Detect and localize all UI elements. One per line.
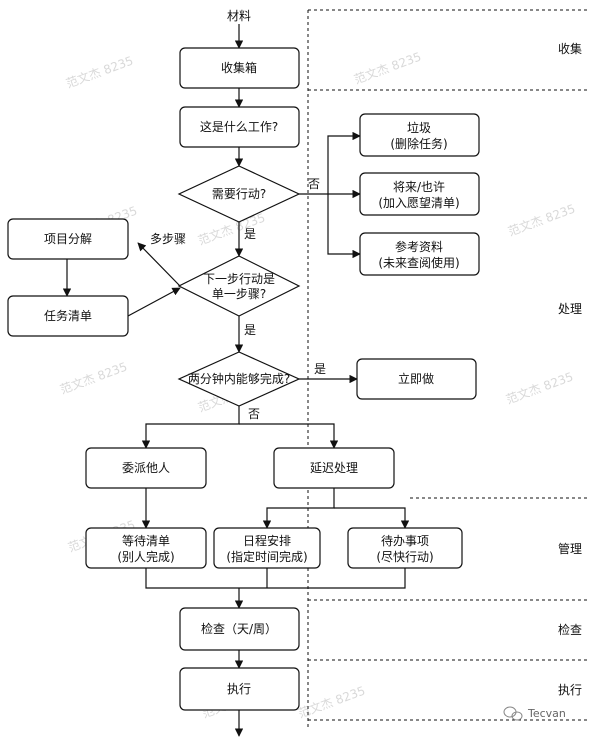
node-two-minutes-label: 两分钟内能够完成? [188,371,290,386]
brand-name: Tecvan [527,707,566,720]
node-execute-label: 执行 [227,682,251,696]
node-what-is-it [179,106,300,148]
phase-label-collect: 收集 [558,41,582,56]
node-two-minutes [177,351,301,407]
node-trash [359,113,480,157]
node-reference-sublabel: (未来查阅使用) [378,255,459,270]
edge-need-reference [327,194,361,259]
phase-label-manage: 管理 [558,541,582,556]
watermark-text: 范文杰 8235 [296,683,367,721]
node-trash-label: 垃圾 [407,120,431,135]
node-next-step-sublabel: 单一步骤? [212,287,266,301]
node-trash-sublabel: (删除任务) [390,136,447,151]
node-next-step [177,255,301,317]
wechat-icon [503,706,523,721]
edge-next-project [137,242,181,287]
watermark-text: 范文杰 8235 [352,49,423,87]
node-calendar-sublabel: (指定时间完成) [226,549,307,564]
node-defer [273,447,395,489]
node-project-breakdown-label: 项目分解 [44,232,92,246]
edge-label-yes: 是 [314,362,326,376]
watermark-text: 范文杰 8235 [506,201,577,239]
node-waiting-list-sublabel: (别人完成) [117,549,174,564]
node-calendar-label: 日程安排 [243,533,291,548]
node-someday-label: 将来/也许 [393,180,445,194]
node-task-list [7,295,129,337]
edge-twomin-delegate [141,406,240,449]
phase-label-process: 处理 [558,302,582,316]
edge-label-multi-step: 多步骤 [150,232,186,246]
node-delegate [85,447,207,489]
edge-label-no: 否 [248,407,260,421]
node-reference-label: 参考资料 [395,239,443,254]
edge-twomin-defer [239,423,339,449]
edge-need-trash [299,131,361,195]
watermark-text: 范文杰 8235 [504,369,575,407]
edge-defer-calendar [262,488,335,529]
node-do-now-label: 立即做 [398,371,434,386]
node-defer-label: 延迟处理 [310,461,358,475]
edge-tasks-next [127,287,181,317]
start-label: 材料 [227,9,251,23]
node-review-label: 检查（天/周） [201,621,277,636]
node-inbox-label: 收集箱 [221,60,257,75]
node-todo-label: 待办事项 [381,533,429,548]
edge-lists-merge [145,568,406,589]
watermarks: 范文杰 8235 范文杰 8235 范文杰 8235 范文杰 8235 范文杰 … [58,49,577,721]
node-need-action-label: 需要行动? [212,187,266,201]
edge-defer-todo [334,507,410,529]
edge-label-no: 否 [308,177,320,191]
watermark-text: 范文杰 8235 [64,53,135,91]
node-calendar [213,527,321,569]
node-reference [359,232,480,276]
node-waiting-list-label: 等待清单 [122,534,170,548]
node-project-breakdown [7,218,129,260]
node-delegate-label: 委派他人 [122,461,170,475]
node-inbox [179,47,300,89]
node-next-step-label: 下一步行动是 [203,272,275,286]
node-do-now [356,358,477,400]
node-waiting-list [85,527,207,569]
phase-label-execute: 执行 [558,683,582,697]
edge-label-yes: 是 [244,227,256,241]
brand-mark: Tecvan [503,706,566,721]
node-someday [359,172,480,216]
edge-label-yes: 是 [244,323,256,337]
phase-label-review: 检查 [558,622,582,637]
watermark-text: 范文杰 8235 [58,359,129,397]
connectors [62,24,410,737]
node-review [179,607,300,651]
node-task-list-label: 任务清单 [44,308,92,323]
node-someday-sublabel: (加入愿望清单) [378,196,459,210]
node-todo-sublabel: (尽快行动) [376,550,433,564]
node-execute [179,667,300,711]
node-need-action [177,165,301,223]
node-what-is-it-label: 这是什么工作? [200,119,278,134]
phase-dividers [307,9,588,730]
node-todo [347,527,463,569]
